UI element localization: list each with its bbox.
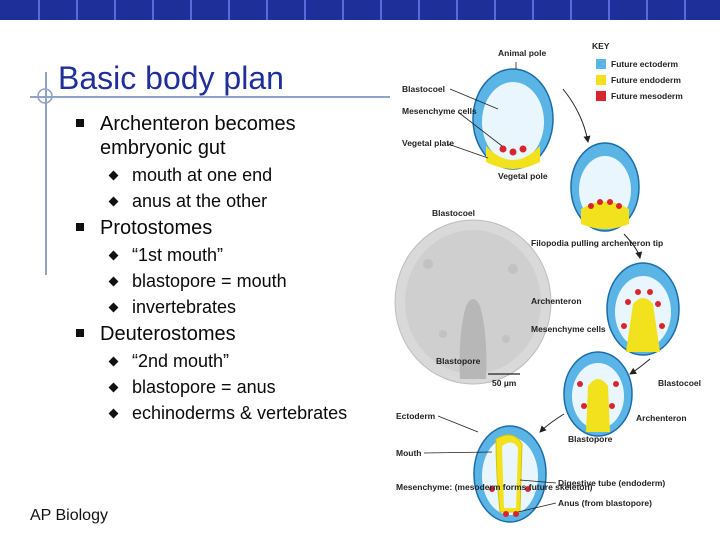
embryo-stage-3 — [606, 262, 680, 356]
sub-bullet-blastopore-anus: blastopore = anus — [76, 376, 376, 398]
pointer-line — [447, 143, 489, 159]
footer-label: AP Biology — [30, 507, 108, 524]
bullet-archenteron: Archenteron becomes embryonic gut — [76, 112, 376, 160]
banner-tick — [190, 0, 192, 20]
micrograph-image — [394, 219, 552, 385]
key-swatch-mesoderm — [596, 91, 606, 101]
label-mesenchyme-1: Mesenchyme cells — [402, 106, 477, 116]
label-filopodia: Filopodia pulling archenteron tip — [531, 238, 663, 248]
banner-tick — [266, 0, 268, 20]
label-mesenchyme-mesoderm: Mesenchyme: (mesoderm forms future skele… — [396, 482, 593, 492]
banner-tick — [646, 0, 648, 20]
bullet-list: Archenteron becomes embryonic gut mouth … — [76, 112, 376, 428]
label-ectoderm: Ectoderm — [396, 411, 436, 421]
sub-bullet-anus: anus at the other — [76, 190, 376, 212]
sub-bullet-first-mouth: “1st mouth” — [76, 244, 376, 266]
banner-tick — [342, 0, 344, 20]
label-blastocoel-1: Blastocoel — [402, 84, 445, 94]
banner-tick — [570, 0, 572, 20]
sub-bullet-echinoderms: echinoderms & vertebrates — [76, 402, 376, 424]
pointer-line — [517, 502, 557, 513]
sub-bullet-mouth: mouth at one end — [76, 164, 376, 186]
key-label-endoderm: Future endoderm — [611, 75, 681, 85]
banner-tick — [228, 0, 230, 20]
label-vegetal-plate: Vegetal plate — [402, 138, 454, 148]
sub-bullet-second-mouth: “2nd mouth” — [76, 350, 376, 372]
label-blastocoel-photo: Blastocoel — [432, 208, 475, 218]
banner-tick — [380, 0, 382, 20]
gastrulation-diagram: KEY Future ectoderm Future endoderm Futu… — [394, 41, 701, 523]
bullet-protostomes: Protostomes — [76, 216, 376, 240]
top-banner — [0, 0, 720, 20]
sequence-arrow — [562, 88, 591, 143]
banner-tick — [684, 0, 686, 20]
embryo-blastula — [472, 68, 554, 170]
key-label-mesoderm: Future mesoderm — [611, 91, 683, 101]
banner-tick — [608, 0, 610, 20]
pointer-line — [457, 111, 503, 147]
embryo-stage-2 — [570, 142, 640, 232]
key-swatch-ectoderm — [596, 59, 606, 69]
crosshair-icon — [37, 88, 53, 104]
banner-tick — [38, 0, 40, 20]
pointer-line — [449, 88, 499, 110]
label-scale: 50 µm — [492, 378, 517, 388]
label-animal-pole: Animal pole — [498, 48, 546, 58]
label-anus: Anus (from blastopore) — [558, 498, 652, 508]
pointer-line — [423, 451, 493, 454]
label-vegetal-pole: Vegetal pole — [498, 171, 548, 181]
sub-bullet-blastopore-mouth: blastopore = mouth — [76, 270, 376, 292]
label-blastopore-right: Blastopore — [568, 434, 613, 444]
sequence-arrow — [539, 413, 565, 433]
label-archenteron-mid: Archenteron — [531, 296, 582, 306]
sub-bullet-invertebrates: invertebrates — [76, 296, 376, 318]
key-title: KEY — [592, 41, 610, 51]
label-archenteron-right: Archenteron — [636, 413, 687, 423]
key-label-ectoderm: Future ectoderm — [611, 59, 679, 69]
pointer-line — [519, 479, 557, 484]
banner-tick — [76, 0, 78, 20]
label-blastocoel-right: Blastocoel — [658, 378, 701, 388]
embryo-stage-4 — [563, 351, 633, 437]
title-rule-vertical — [45, 72, 47, 275]
banner-tick — [152, 0, 154, 20]
label-mouth: Mouth — [396, 448, 422, 458]
bullet-deuterostomes: Deuterostomes — [76, 322, 376, 346]
sequence-arrow — [623, 233, 643, 259]
sequence-arrow — [629, 358, 651, 375]
banner-tick — [304, 0, 306, 20]
slide-title: Basic body plan — [58, 60, 284, 96]
key-swatch-endoderm — [596, 75, 606, 85]
label-digestive-tube: Digestive tube (endoderm) — [558, 478, 665, 488]
label-mesenchyme-2: Mesenchyme cells — [531, 324, 606, 334]
embryo-stage-5 — [473, 425, 547, 523]
pointer-line — [437, 415, 479, 433]
banner-tick — [532, 0, 534, 20]
banner-tick — [418, 0, 420, 20]
banner-tick — [494, 0, 496, 20]
label-blastopore-photo: Blastopore — [436, 356, 481, 366]
banner-tick — [456, 0, 458, 20]
banner-tick — [114, 0, 116, 20]
title-rule-horizontal — [30, 96, 390, 98]
